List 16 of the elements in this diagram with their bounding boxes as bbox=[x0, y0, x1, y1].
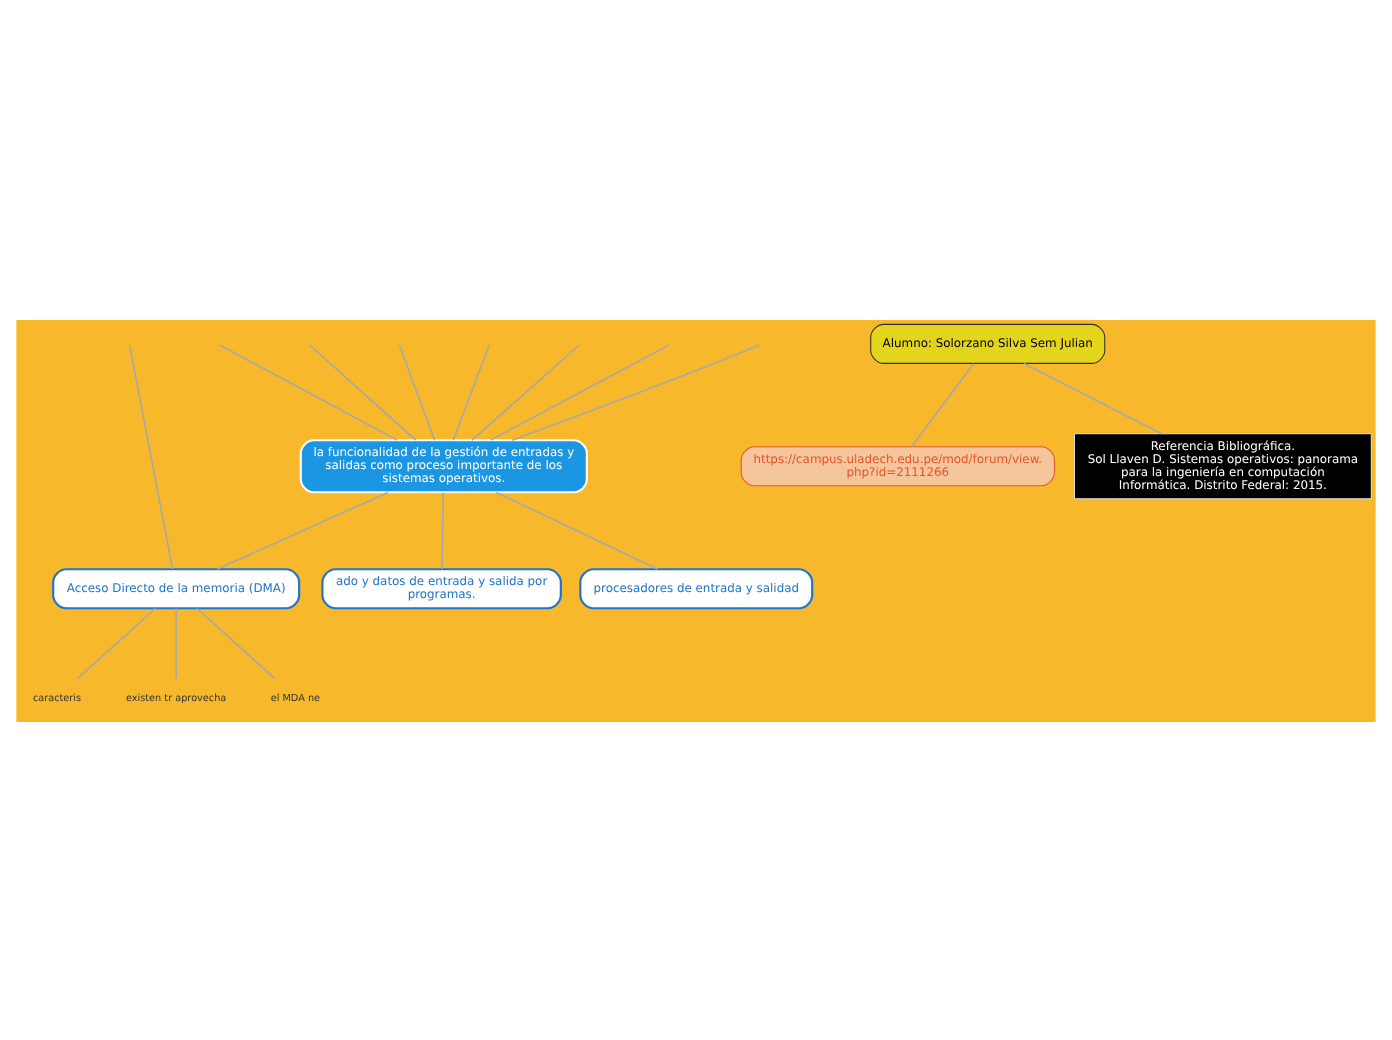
connector bbox=[441, 490, 445, 569]
connector bbox=[128, 343, 174, 569]
connector bbox=[398, 343, 436, 440]
connector bbox=[452, 343, 491, 440]
connector bbox=[495, 490, 659, 569]
connector bbox=[471, 343, 580, 440]
connector bbox=[175, 606, 177, 679]
connector bbox=[308, 343, 417, 440]
connector bbox=[490, 343, 670, 440]
connector bbox=[910, 361, 975, 447]
connector bbox=[1023, 361, 1163, 434]
connector bbox=[196, 606, 276, 679]
connector bbox=[216, 490, 389, 569]
connector bbox=[76, 606, 157, 679]
connector bbox=[511, 343, 760, 440]
connector bbox=[218, 343, 398, 440]
